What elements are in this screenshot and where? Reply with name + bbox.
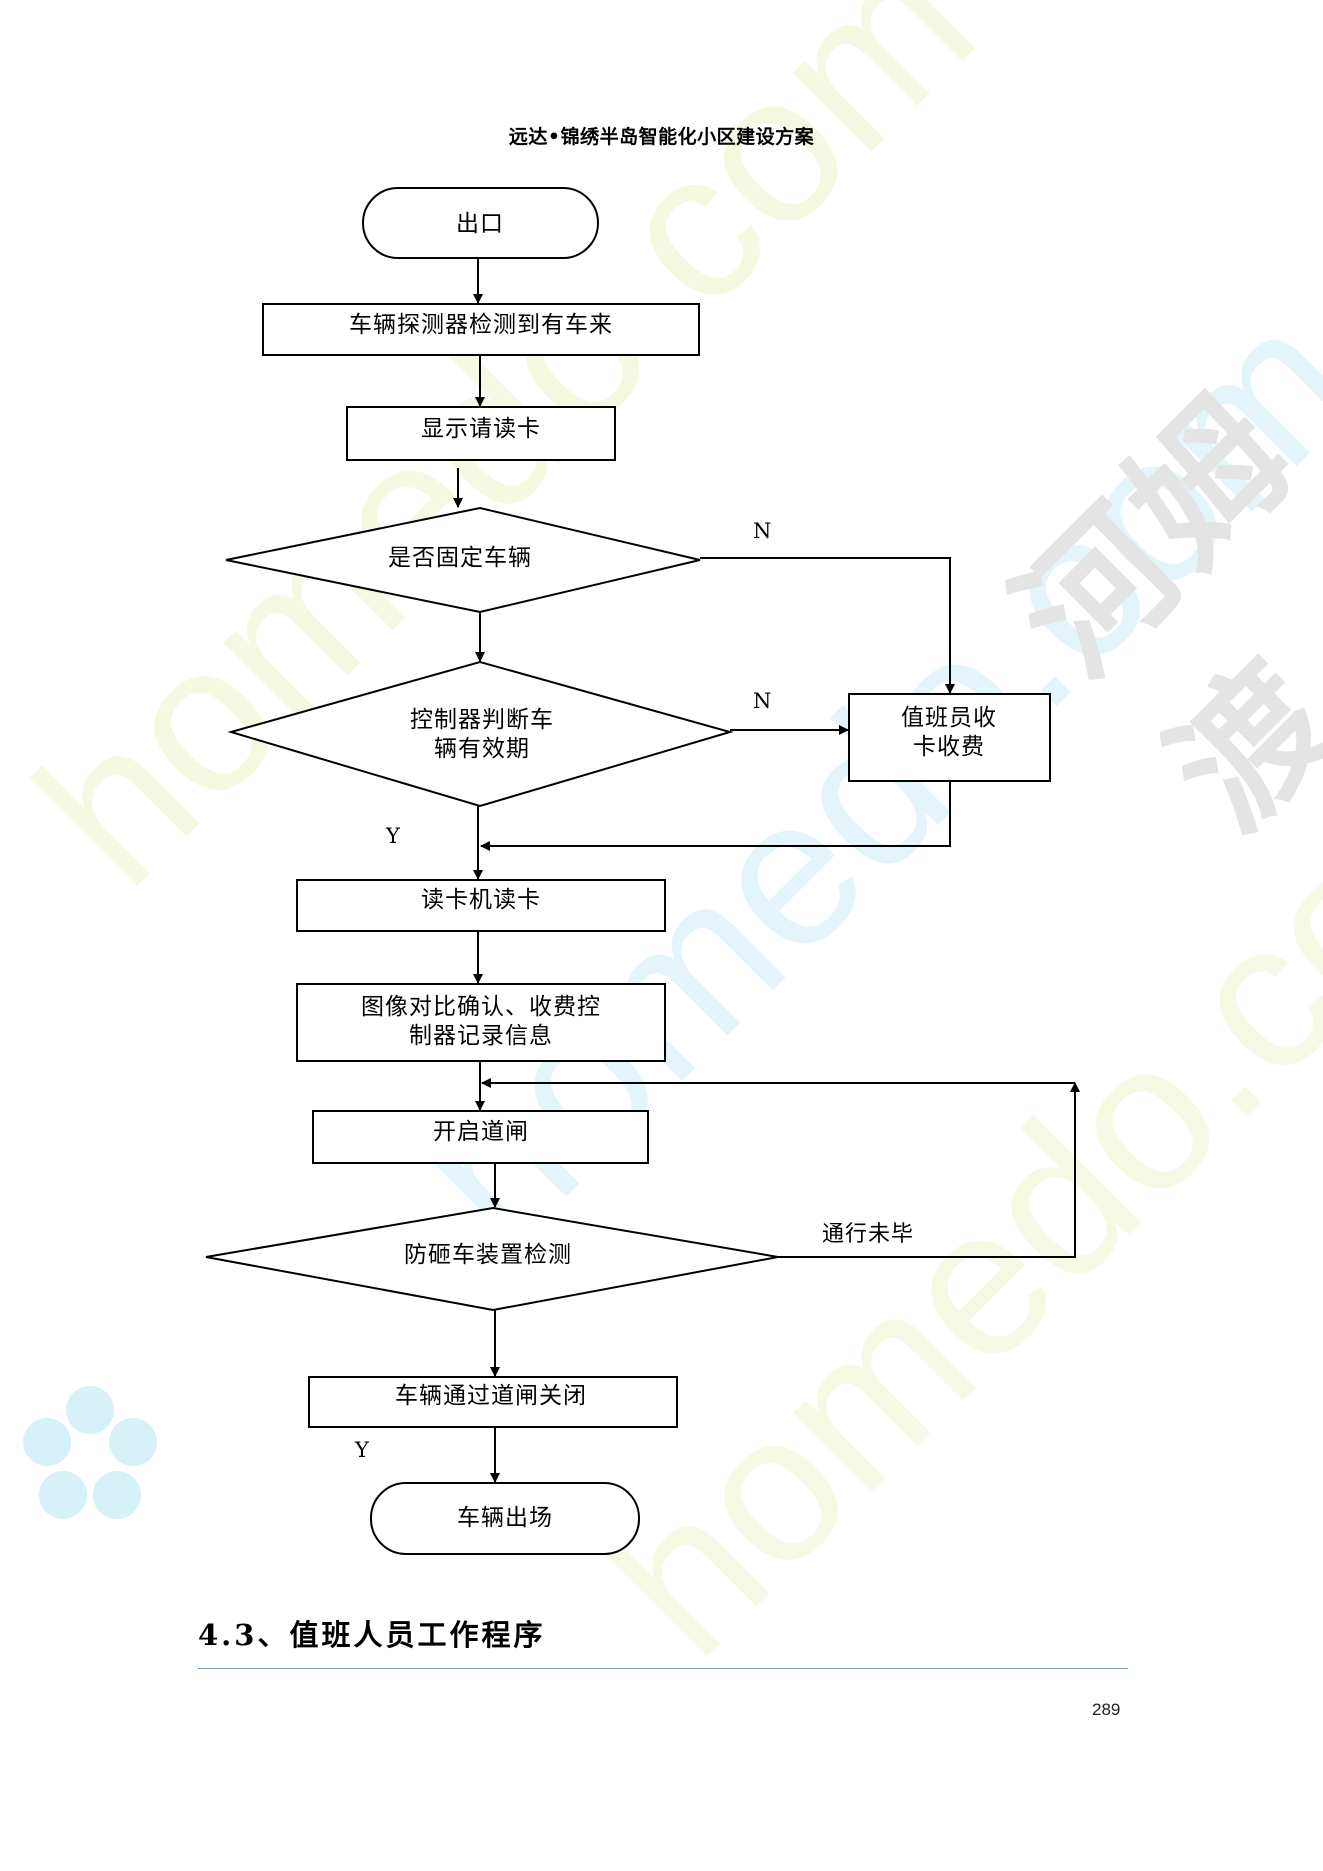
arrow-antismash-loop <box>778 1082 1080 1258</box>
flowchart: 出口 车辆探测器检测到有车来 显示请读卡 是否固定车辆 控制器判断车 辆有效期 … <box>205 187 1080 1555</box>
arrow-duty-merge <box>480 781 951 851</box>
validity-no-label: N <box>753 689 771 713</box>
display-label: 显示请读卡 <box>421 416 541 442</box>
detect-label: 车辆探测器检测到有车来 <box>349 312 613 338</box>
section-divider <box>198 1668 1128 1669</box>
antismash-label: 防砸车装置检测 <box>404 1242 572 1268</box>
close-gate-label: 车辆通过道闸关闭 <box>395 1383 587 1409</box>
compare-label-line1: 图像对比确认、收费控 <box>361 994 601 1020</box>
compare-box <box>296 983 666 1062</box>
compare-label-line2: 制器记录信息 <box>409 1023 553 1049</box>
read-card-box <box>296 879 666 932</box>
duty-label-line1: 值班员收 <box>901 705 997 731</box>
end-terminator <box>370 1482 640 1555</box>
not-passed-label: 通行未毕 <box>822 1222 914 1247</box>
detect-box <box>262 303 700 356</box>
fixed-vehicle-decision <box>225 506 701 614</box>
validity-decision <box>227 660 734 808</box>
validity-label-line1: 控制器判断车 <box>410 707 554 733</box>
page-number: 289 <box>1092 1700 1121 1719</box>
arrow-fixed-no-duty <box>700 557 955 694</box>
fixed-vehicle-label: 是否固定车辆 <box>388 545 532 571</box>
read-card-label: 读卡机读卡 <box>421 887 541 913</box>
passed-yes-label: Y <box>354 1438 370 1462</box>
close-gate-box <box>308 1376 678 1428</box>
start-terminator <box>362 187 599 259</box>
section-title: 4.3、值班人员工作程序 <box>198 1618 546 1652</box>
fixed-no-label: N <box>753 519 771 543</box>
open-gate-label: 开启道闸 <box>433 1119 529 1145</box>
end-label: 车辆出场 <box>457 1505 553 1531</box>
duty-label-line2: 卡收费 <box>913 734 985 760</box>
validity-yes-label: Y <box>385 824 401 848</box>
document-header: 远达•锦绣半岛智能化小区建设方案 <box>508 126 815 148</box>
start-label: 出口 <box>456 211 504 237</box>
display-box <box>346 406 616 461</box>
open-gate-box <box>312 1110 649 1164</box>
validity-label-line2: 辆有效期 <box>434 736 530 762</box>
duty-box <box>848 693 1051 782</box>
